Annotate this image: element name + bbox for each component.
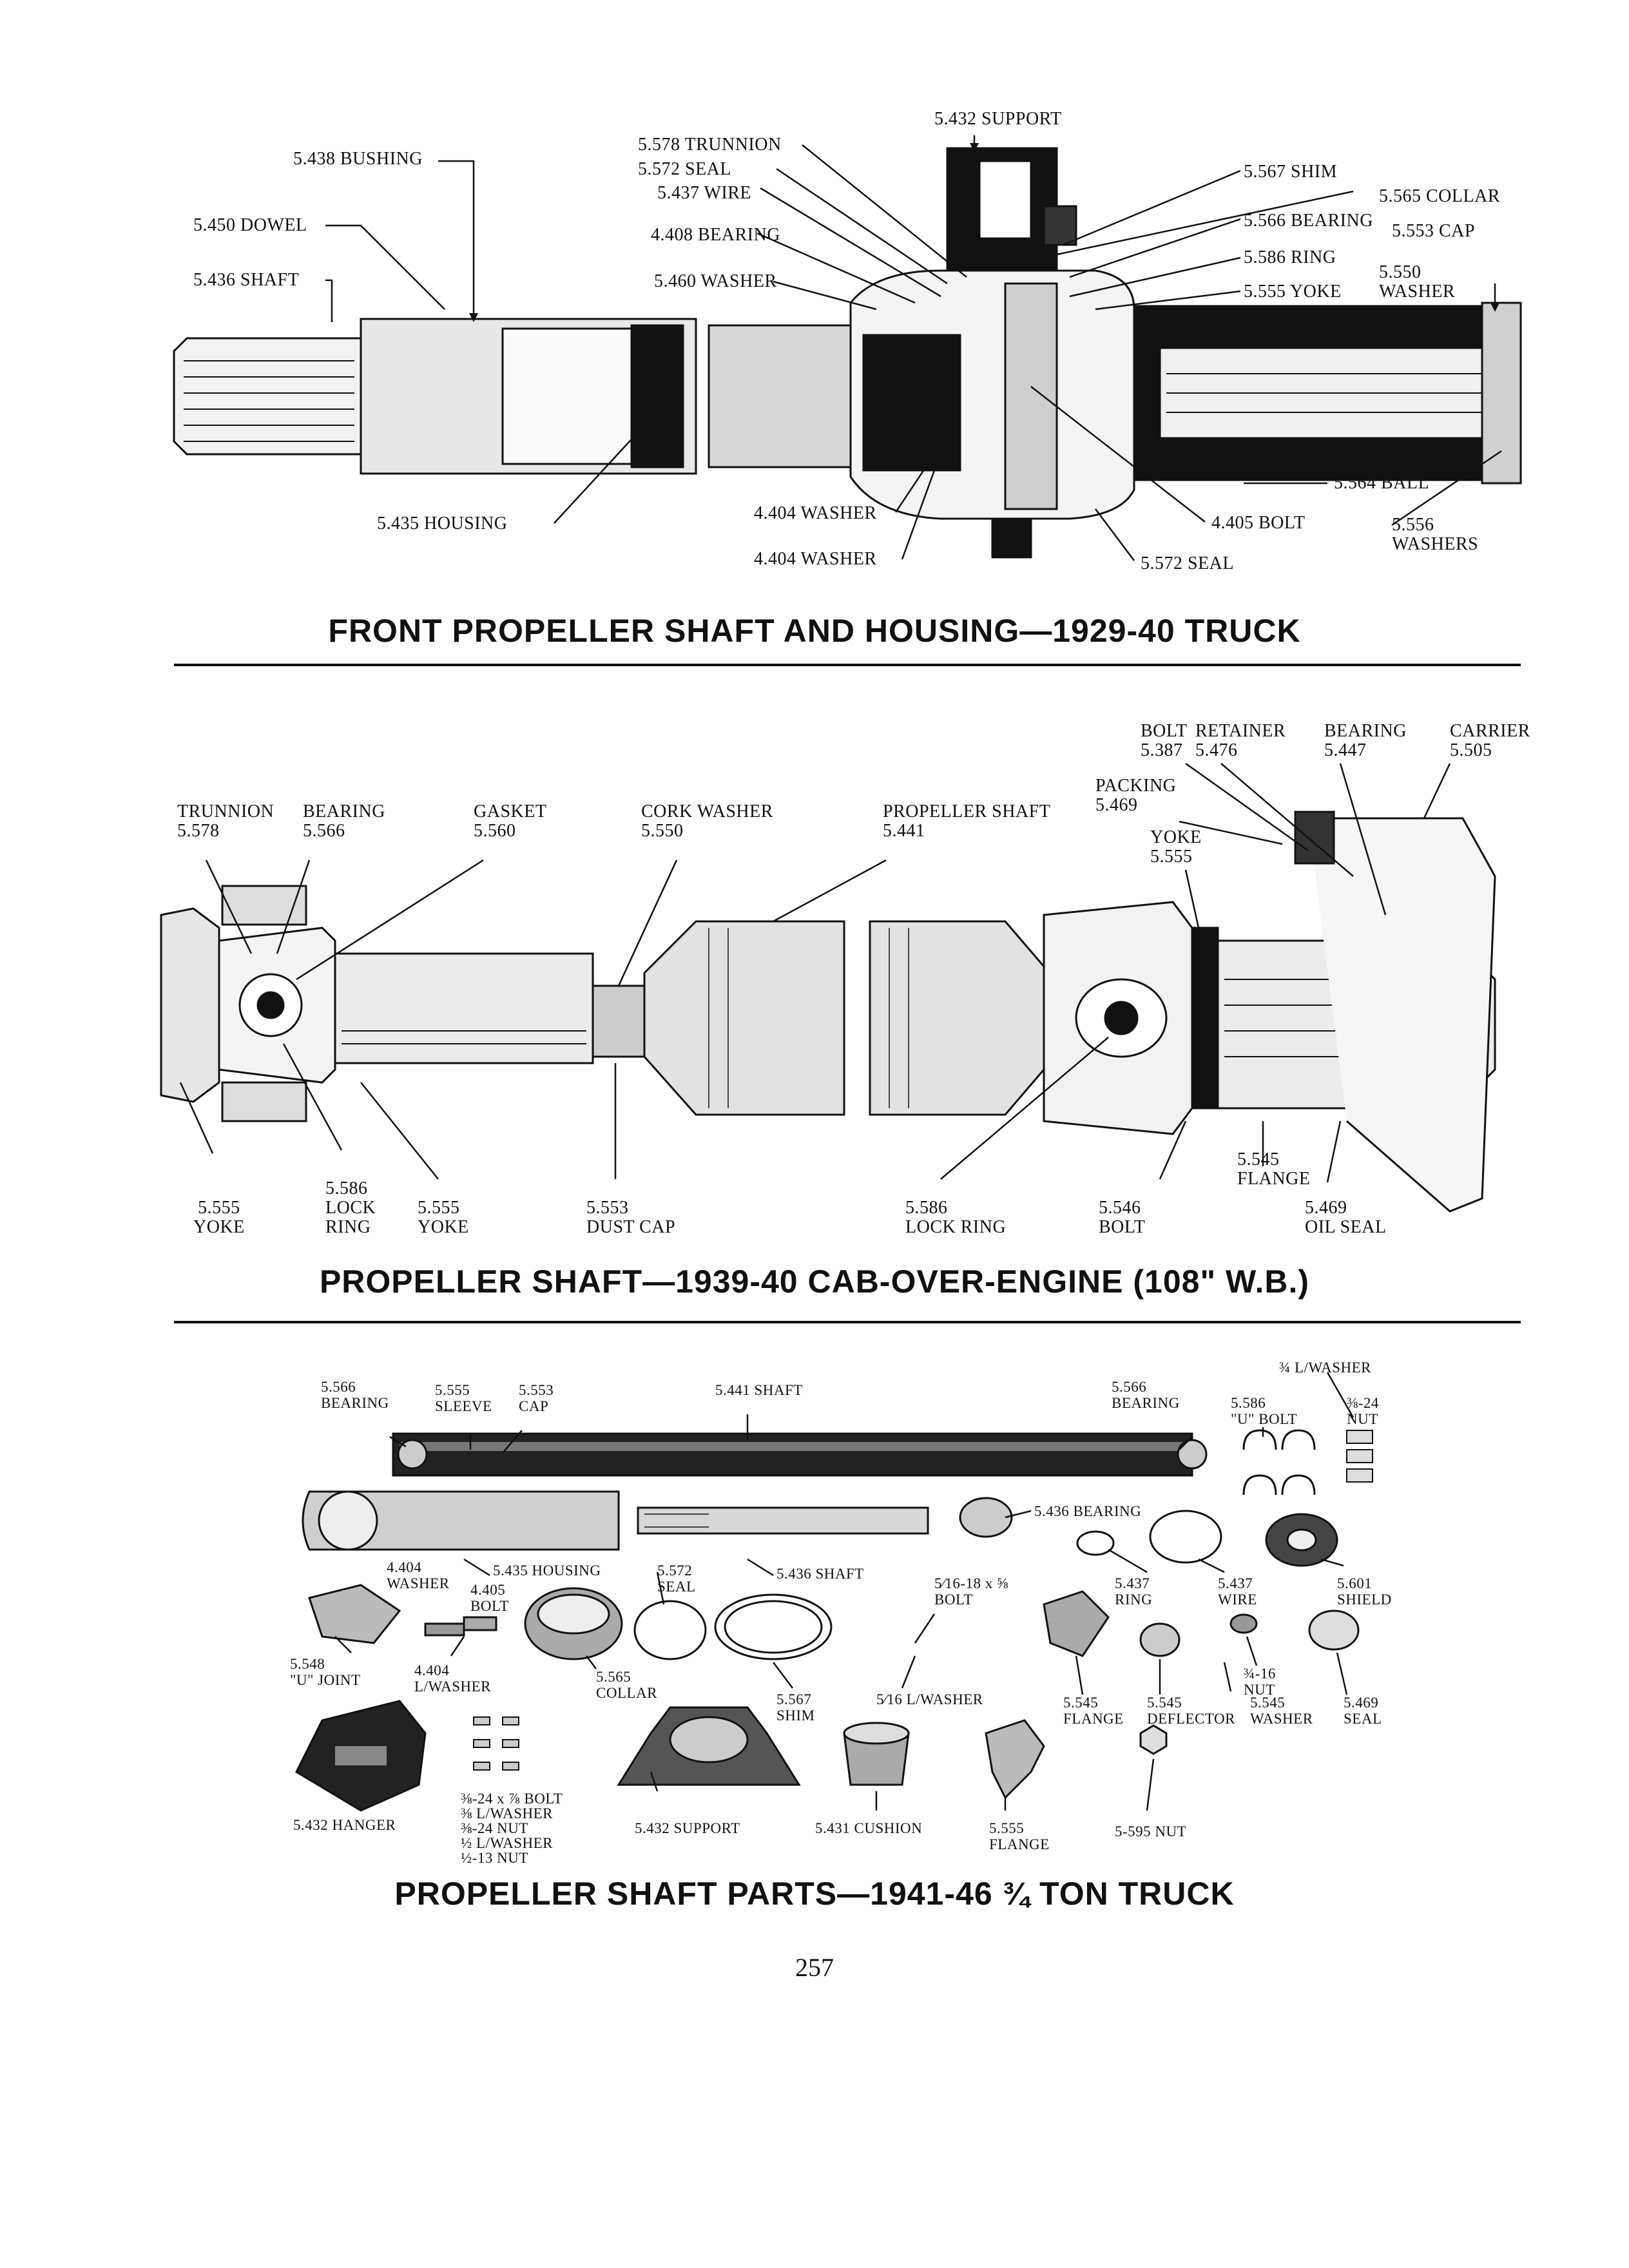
- label-cushion: 5.431 CUSHION: [815, 1820, 923, 1836]
- label-flange: 5.545 FLANGE: [1237, 1149, 1311, 1189]
- label-nut-595: 5-595 NUT: [1115, 1823, 1187, 1840]
- label-yoke-a: 5.555 YOKE: [193, 1198, 245, 1237]
- label-washer-right: 5.550 WASHER: [1379, 262, 1456, 302]
- label-yoke: 5.555 YOKE: [1244, 282, 1342, 302]
- label-trunnion: 5.578 TRUNNION: [638, 135, 782, 155]
- front-propeller-shaft-diagram: 5.432 SUPPORT 5.438 BUSHING 5.578 TRUNNI…: [0, 0, 1629, 670]
- label-wire-437: 5.437 WIRE: [1218, 1575, 1257, 1608]
- label-washer: 5.460 WASHER: [654, 271, 777, 291]
- diagram3-title: PROPELLER SHAFT PARTS—1941-46 ¾ TON TRUC…: [394, 1876, 1235, 1912]
- label-flange-555: 5.555 FLANGE: [989, 1820, 1050, 1852]
- label-bushing: 5.438 BUSHING: [293, 149, 423, 169]
- divider: [174, 664, 1521, 666]
- propeller-shaft-parts-drawing: [295, 1372, 1373, 1812]
- label-seal-572: 5.572 SEAL: [657, 1562, 696, 1595]
- label-shaft-436: 5.436 SHAFT: [776, 1566, 864, 1582]
- label-shaft: 5.436 SHAFT: [193, 270, 300, 290]
- divider: [174, 1321, 1521, 1323]
- label-dust-cap: 5.553 DUST CAP: [586, 1198, 676, 1237]
- page-number: 257: [795, 1953, 834, 1982]
- label-washer-b: 4.404 WASHER: [754, 549, 877, 569]
- cab-over-engine-shaft-drawing: [160, 762, 1496, 1213]
- label-ball: 5.564 BALL: [1334, 473, 1430, 493]
- label-shim: 5.567 SHIM: [776, 1691, 815, 1724]
- label-washer-404: 4.404 WASHER: [387, 1559, 450, 1591]
- label-shield: 5.601 SHIELD: [1337, 1575, 1392, 1608]
- label-l-washer-top: ¾ L/WASHER: [1279, 1360, 1371, 1376]
- label-dowel: 5.450 DOWEL: [193, 215, 307, 235]
- label-washer-545: 5.545 WASHER: [1250, 1695, 1313, 1727]
- label-yoke-555: YOKE 5.555: [1150, 827, 1202, 867]
- label-u-bolt: 5.586 "U" BOLT: [1231, 1395, 1298, 1427]
- label-bearing-447: BEARING 5.447: [1324, 721, 1407, 760]
- diagram1-title: FRONT PROPELLER SHAFT AND HOUSING—1929-4…: [328, 613, 1301, 649]
- label-yoke-b: 5.555 YOKE: [418, 1198, 469, 1237]
- label-bearing: 4.408 BEARING: [651, 225, 780, 245]
- label-propeller-shaft: PROPELLER SHAFT 5.441: [883, 802, 1051, 841]
- label-collar: 5.565 COLLAR: [596, 1669, 657, 1701]
- label-collar: 5.565 COLLAR: [1379, 186, 1500, 206]
- label-washers: 5.556 WASHERS: [1392, 515, 1479, 554]
- label-l-washer-516: 5⁄16 L/WASHER: [876, 1691, 983, 1707]
- label-l-washer-404: 4.404 L/WASHER: [414, 1662, 491, 1695]
- label-bearing-566-a: 5.566 BEARING: [321, 1379, 389, 1411]
- label-sleeve: 5.555 SLEEVE: [435, 1382, 492, 1414]
- label-bearing-right: 5.566 BEARING: [1244, 211, 1373, 231]
- label-bolt: 4.405 BOLT: [1211, 513, 1306, 533]
- label-hanger: 5.432 HANGER: [293, 1817, 396, 1833]
- label-bolt-list: ⅜-24 x ⅞ BOLT ⅜ L/WASHER ⅜-24 NUT ½ L/WA…: [461, 1791, 563, 1866]
- label-shaft-441: 5.441 SHAFT: [715, 1382, 803, 1398]
- label-bolt-387: BOLT 5.387: [1141, 721, 1188, 760]
- label-support-432: 5.432 SUPPORT: [635, 1820, 740, 1836]
- label-retainer: RETAINER 5.476: [1195, 721, 1286, 760]
- label-seal-bottom: 5.572 SEAL: [1141, 553, 1234, 573]
- label-nut-34: ¾-16 NUT: [1244, 1666, 1276, 1698]
- label-deflector: 5.545 DEFLECTOR: [1147, 1695, 1235, 1727]
- label-cap: 5.553 CAP: [1392, 221, 1475, 241]
- cab-over-engine-shaft-diagram: BOLT 5.387 RETAINER 5.476 BEARING 5.447 …: [0, 670, 1629, 1321]
- label-lock-ring-a: 5.586 LOCK RING: [325, 1178, 376, 1237]
- label-ring-437: 5.437 RING: [1115, 1575, 1153, 1608]
- label-housing-435: 5.435 HOUSING: [493, 1562, 601, 1579]
- label-lock-ring-b: 5.586 LOCK RING: [905, 1198, 1007, 1237]
- label-seal-top: 5.572 SEAL: [638, 159, 731, 179]
- label-flange-545: 5.545 FLANGE: [1063, 1695, 1124, 1727]
- label-u-joint: 5.548 "U" JOINT: [290, 1656, 361, 1688]
- propeller-shaft-parts-diagram: ¾ L/WASHER 5.566 BEARING 5.555 SLEEVE 5.…: [0, 1321, 1629, 1965]
- label-trunnion: TRUNNION 5.578: [177, 802, 275, 841]
- label-bolt-546: 5.546 BOLT: [1099, 1198, 1146, 1237]
- front-propeller-shaft-drawing: [173, 135, 1522, 561]
- label-housing: 5.435 HOUSING: [377, 514, 508, 533]
- label-washer-a: 4.404 WASHER: [754, 503, 877, 523]
- label-seal-469: 5.469 SEAL: [1344, 1695, 1382, 1727]
- label-cap-553: 5.553 CAP: [519, 1382, 554, 1414]
- label-packing: PACKING 5.469: [1095, 776, 1177, 815]
- label-bolt-405: 4.405 BOLT: [470, 1582, 509, 1614]
- label-wire: 5.437 WIRE: [657, 183, 752, 203]
- label-gasket: GASKET 5.560: [474, 802, 547, 841]
- label-shim: 5.567 SHIM: [1244, 162, 1338, 182]
- label-bearing-566-b: 5.566 BEARING: [1112, 1379, 1180, 1411]
- label-ring: 5.586 RING: [1244, 247, 1336, 267]
- label-oil-seal: 5.469 OIL SEAL: [1305, 1198, 1387, 1237]
- label-cork-washer: CORK WASHER 5.550: [641, 802, 773, 841]
- label-bolt-516: 5⁄16-18 x ⅝ BOLT: [934, 1575, 1008, 1608]
- diagram2-title: PROPELLER SHAFT—1939-40 CAB-OVER-ENGINE …: [319, 1264, 1310, 1300]
- label-bearing-566: BEARING 5.566: [303, 802, 385, 841]
- label-nut-top: ⅜-24 NUT: [1347, 1395, 1379, 1427]
- label-bearing-436: 5.436 BEARING: [1034, 1503, 1142, 1519]
- label-support: 5.432 SUPPORT: [934, 109, 1062, 129]
- label-carrier: CARRIER 5.505: [1450, 721, 1530, 760]
